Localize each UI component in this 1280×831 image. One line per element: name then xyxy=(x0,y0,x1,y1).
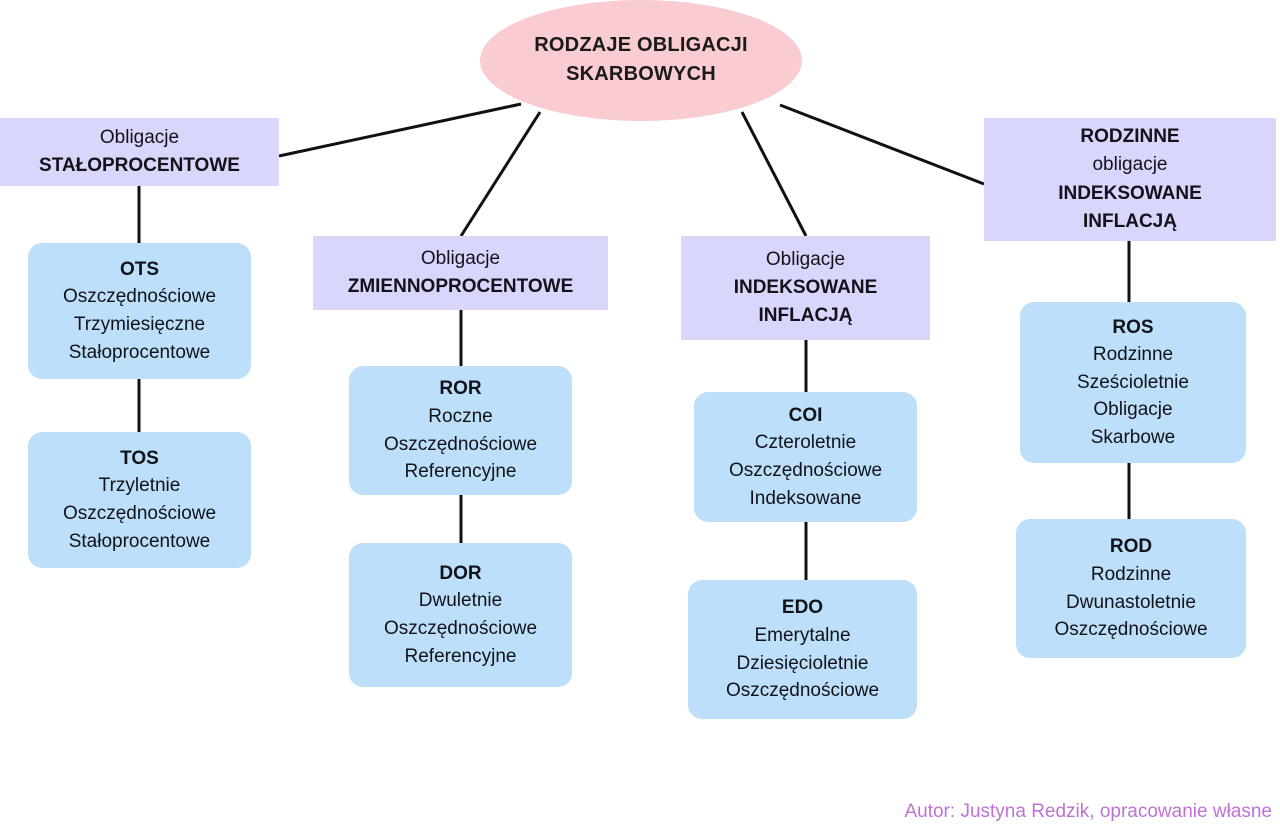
category-label-staloprocentowe: Obligacje STAŁOPROCENTOWE xyxy=(39,126,240,176)
connector-root-to-zmiennoprocentowe xyxy=(459,111,542,237)
category-label-rodzinne-indeksowane-inflacja: RODZINNE obligacje INDEKSOWANE INFLACJĄ xyxy=(1058,126,1202,232)
leaf-label-edo: EDO Emerytalne Dziesięcioletnie Oszczędn… xyxy=(725,597,880,702)
leaf-box-rod[interactable]: ROD Rodzinne Dwunastoletnie Oszczędności… xyxy=(1016,519,1246,658)
category-box-zmiennoprocentowe[interactable]: Obligacje ZMIENNOPROCENTOWE xyxy=(313,236,608,310)
leaf-box-ros[interactable]: ROS Rodzinne Sześcioletnie Obligacje Ska… xyxy=(1020,302,1246,463)
leaf-label-ror: ROR Roczne Oszczędnościowe Referencyjne xyxy=(383,378,538,483)
category-label-indeksowane-inflacja: Obligacje INDEKSOWANE INFLACJĄ xyxy=(733,248,878,327)
category-box-staloprocentowe[interactable]: Obligacje STAŁOPROCENTOWE xyxy=(0,118,279,186)
leaf-label-coi: COI Czteroletnie Oszczędnościowe Indekso… xyxy=(728,404,883,509)
leaf-label-ros: ROS Rodzinne Sześcioletnie Obligacje Ska… xyxy=(1077,316,1189,448)
root-node-rodzaje-obligacji-skarbowych[interactable]: RODZAJE OBLIGACJI SKARBOWYCH xyxy=(480,0,802,121)
leaf-label-rod: ROD Rodzinne Dwunastoletnie Oszczędności… xyxy=(1054,536,1208,641)
leaf-box-ror[interactable]: ROR Roczne Oszczędnościowe Referencyjne xyxy=(349,366,572,495)
category-box-rodzinne-indeksowane-inflacja[interactable]: RODZINNE obligacje INDEKSOWANE INFLACJĄ xyxy=(984,118,1276,241)
connector-root-to-indeksowane xyxy=(740,111,808,237)
category-box-indeksowane-inflacja[interactable]: Obligacje INDEKSOWANE INFLACJĄ xyxy=(681,236,930,340)
leaf-box-coi[interactable]: COI Czteroletnie Oszczędnościowe Indekso… xyxy=(694,392,917,522)
connector-root-to-rodzinne xyxy=(779,103,985,186)
category-label-zmiennoprocentowe: Obligacje ZMIENNOPROCENTOWE xyxy=(347,247,574,297)
leaf-label-tos: TOS Trzyletnie Oszczędnościowe Stałoproc… xyxy=(62,447,217,552)
leaf-label-dor: DOR Dwuletnie Oszczędnościowe Referencyj… xyxy=(383,562,538,667)
leaf-label-ots: OTS Oszczędnościowe Trzymiesięczne Stało… xyxy=(62,258,217,363)
leaf-box-edo[interactable]: EDO Emerytalne Dziesięcioletnie Oszczędn… xyxy=(688,580,917,719)
author-credit: Autor: Justyna Redzik, opracowanie własn… xyxy=(904,801,1272,822)
leaf-box-ots[interactable]: OTS Oszczędnościowe Trzymiesięczne Stało… xyxy=(28,243,251,379)
leaf-box-tos[interactable]: TOS Trzyletnie Oszczędnościowe Stałoproc… xyxy=(28,432,251,568)
root-node-label: RODZAJE OBLIGACJI SKARBOWYCH xyxy=(534,33,748,85)
leaf-box-dor[interactable]: DOR Dwuletnie Oszczędnościowe Referencyj… xyxy=(349,543,572,687)
connector-root-to-staloprocentowe xyxy=(278,102,522,158)
